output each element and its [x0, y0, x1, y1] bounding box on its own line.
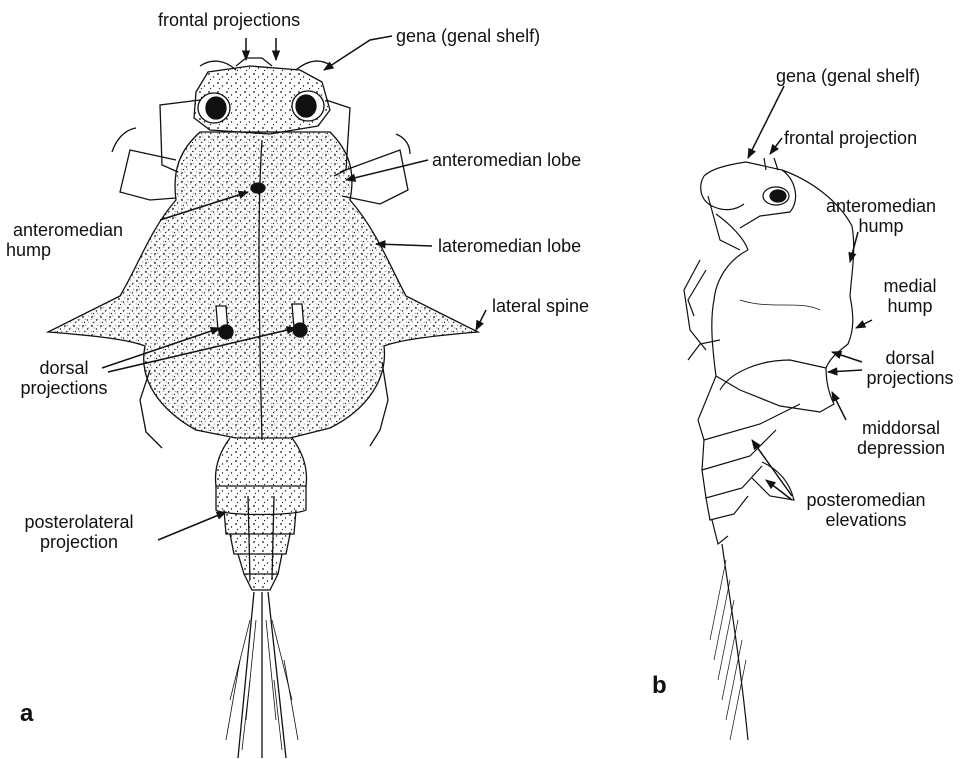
- label-gena-b: gena (genal shelf): [776, 66, 920, 86]
- lateral-view-drawing: [684, 158, 854, 740]
- label-anteromedian-lobe: anteromedian lobe: [432, 150, 581, 170]
- label-posteromedian-elevations: posteromedian elevations: [796, 490, 936, 530]
- label-anteromedian-hump-b: anteromedian hump: [816, 196, 946, 236]
- label-frontal-projections: frontal projections: [158, 10, 300, 30]
- panel-label-b: b: [652, 672, 667, 700]
- label-dorsal-projections-a: dorsal projections: [4, 358, 124, 398]
- panel-label-a: a: [20, 700, 33, 728]
- label-anteromedian-hump-a: anteromedian hump: [6, 220, 130, 260]
- label-lateral-spine: lateral spine: [492, 296, 589, 316]
- label-lateromedian-lobe: lateromedian lobe: [438, 236, 581, 256]
- label-gena-a: gena (genal shelf): [396, 26, 540, 46]
- label-posterolateral-projection: posterolateral projection: [4, 512, 154, 552]
- label-middorsal-depression: middorsal depression: [842, 418, 960, 458]
- label-frontal-projection-b: frontal projection: [784, 128, 917, 148]
- label-medial-hump: medial hump: [870, 276, 950, 316]
- label-dorsal-projections-b: dorsal projections: [856, 348, 964, 388]
